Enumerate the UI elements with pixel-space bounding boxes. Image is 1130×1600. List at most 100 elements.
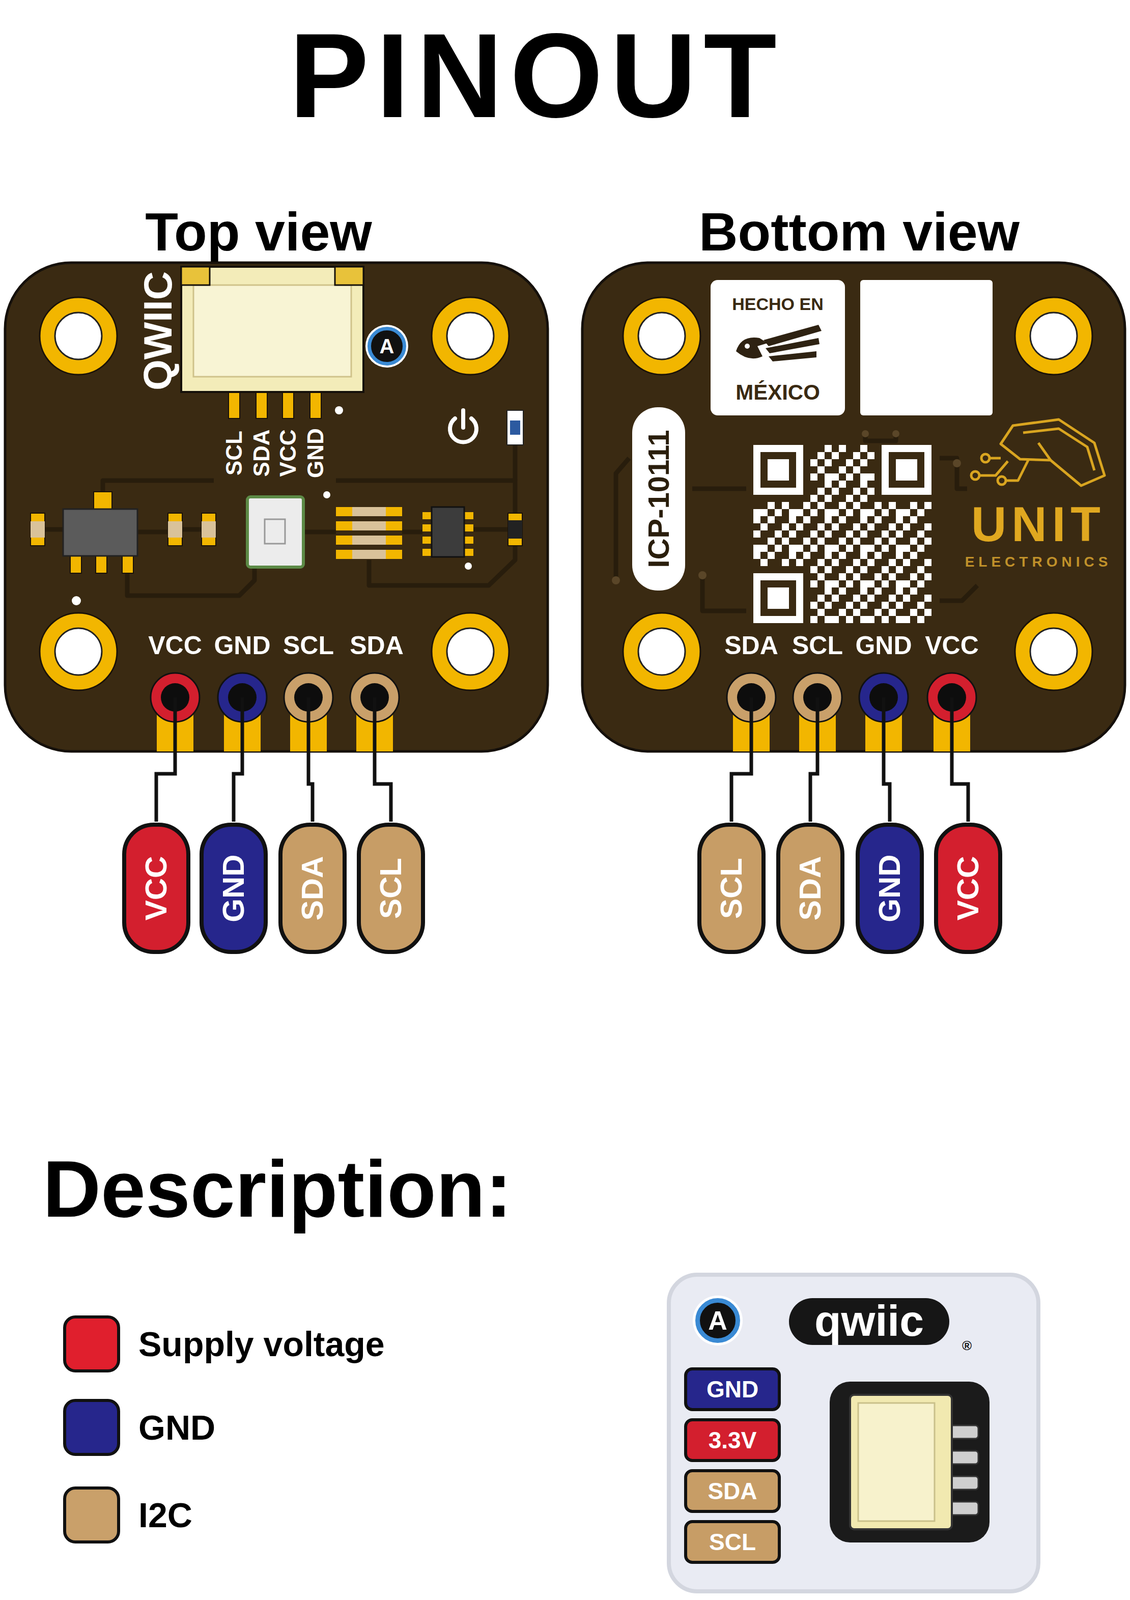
mounting-hole: [1030, 312, 1078, 360]
pcb-trace: [182, 527, 202, 532]
pin-tag: SDA: [776, 822, 845, 954]
connector-body: [193, 285, 352, 377]
pcb-trace: [615, 458, 630, 581]
pin-name: VCC: [952, 856, 984, 921]
capacitor-symbol: [507, 513, 523, 546]
pin-tag: SCL: [697, 822, 766, 954]
pin-pad: [150, 672, 400, 722]
voltage-regulator: [63, 491, 138, 574]
pcb-trace: [44, 527, 64, 532]
pcb-trace: [127, 567, 255, 596]
resistor-array: [352, 549, 386, 559]
resistor-symbol: [30, 521, 45, 538]
via-dot: [892, 430, 900, 438]
pcb-trace: [137, 529, 168, 535]
qr-finder: [895, 459, 918, 481]
pin-name: GND: [218, 854, 249, 922]
qwiic-badge: A: [695, 1297, 741, 1343]
qwiic-logo: qwiic: [788, 1297, 950, 1345]
qr-code: [753, 444, 932, 624]
qr-finder: [760, 580, 797, 616]
leader-line: [156, 697, 391, 822]
pcb-trace: [939, 458, 968, 489]
qr-finder: [753, 573, 804, 624]
brand-logo-icon: [1000, 419, 1105, 486]
connector-pin: [949, 1501, 979, 1515]
power-led: [510, 420, 521, 435]
registered-mark: ®: [962, 1338, 972, 1352]
pcb-trace: [473, 527, 508, 532]
pin-tag: 3.3V: [684, 1418, 781, 1462]
connector-tab: [334, 266, 364, 286]
pin-name: SDA: [297, 856, 328, 921]
connector-pin-label: VCC: [276, 429, 300, 477]
regulator-pin: [122, 553, 134, 574]
resistor-array: [335, 549, 403, 559]
legend-text: Supply voltage: [138, 1326, 385, 1362]
connector-pin-label: SCL: [222, 430, 246, 476]
via-dot: [861, 430, 869, 438]
mounting-hole: [446, 312, 494, 360]
pcb-trace: [303, 529, 336, 535]
pin-label: SCL: [792, 632, 843, 659]
mounting-hole: [1014, 612, 1093, 691]
resistor-symbol: [167, 521, 183, 538]
badge-letter: A: [379, 335, 395, 357]
made-in-mexico-badge: HECHO ENMÉXICO: [710, 279, 845, 416]
pin-label: GND: [855, 632, 912, 659]
board-outline: [5, 262, 548, 752]
pin-label: VCC: [924, 632, 979, 659]
page-title: PINOUT: [289, 15, 784, 136]
qwiic-connector-picture: [829, 1381, 990, 1543]
pcb-trace: [102, 480, 214, 492]
legend-swatch: [63, 1315, 121, 1373]
connector-pin: [282, 388, 294, 419]
silkscreen-label: QWIIC: [137, 271, 178, 391]
pin-label: SCL: [283, 632, 334, 659]
eagle-emblem: [768, 351, 817, 362]
regulator-pin: [70, 553, 82, 574]
qr-separator: [753, 566, 811, 624]
resistor-symbol: [167, 513, 183, 546]
pin-tag: VCC: [122, 822, 191, 954]
pin-name: SCL: [375, 857, 407, 919]
leader-line: [156, 697, 176, 822]
eagle-emblem: [744, 343, 750, 349]
pin-tag: GND: [199, 822, 268, 954]
resistor-array: [352, 535, 386, 545]
legend-swatch: [63, 1398, 121, 1456]
brand-logo-icon: [971, 419, 1105, 486]
connector-body: [858, 1402, 935, 1521]
brand-logo-icon: [989, 457, 1001, 460]
qr-code: [753, 444, 932, 624]
pin-name: SCL: [709, 1530, 756, 1554]
connector-pin: [949, 1450, 979, 1464]
pressure-sensor: [247, 496, 304, 568]
leader-line: [374, 697, 391, 822]
legend-text: I2C: [138, 1497, 193, 1533]
pin-tag: SDA: [278, 822, 347, 954]
regulator-tab: [93, 491, 112, 511]
pcb-trace: [692, 486, 747, 492]
via-dot: [698, 571, 707, 580]
part-number: ICP-10111: [643, 430, 674, 569]
leader-line: [731, 697, 969, 822]
brand-logo-subtext: ELECTRONICS: [965, 554, 1113, 570]
brand-logo-icon: [1005, 460, 1029, 481]
qr-finder: [767, 459, 789, 481]
connector-pin: [949, 1476, 979, 1490]
blank-label-area: [860, 279, 993, 416]
part-number-pill: ICP-10111: [632, 407, 686, 591]
connector-body: [850, 1394, 952, 1530]
connector-pin: [309, 388, 322, 419]
leader-line: [810, 697, 818, 822]
capacitor-symbol: [507, 520, 523, 539]
via-dot: [952, 459, 962, 468]
resistor-array: [352, 506, 386, 517]
pcb-trace: [865, 435, 896, 441]
mounting-hole: [638, 312, 686, 360]
mounting-hole: [54, 628, 102, 675]
pin-label: SDA: [349, 632, 404, 659]
badge-text: HECHO EN: [731, 295, 824, 313]
